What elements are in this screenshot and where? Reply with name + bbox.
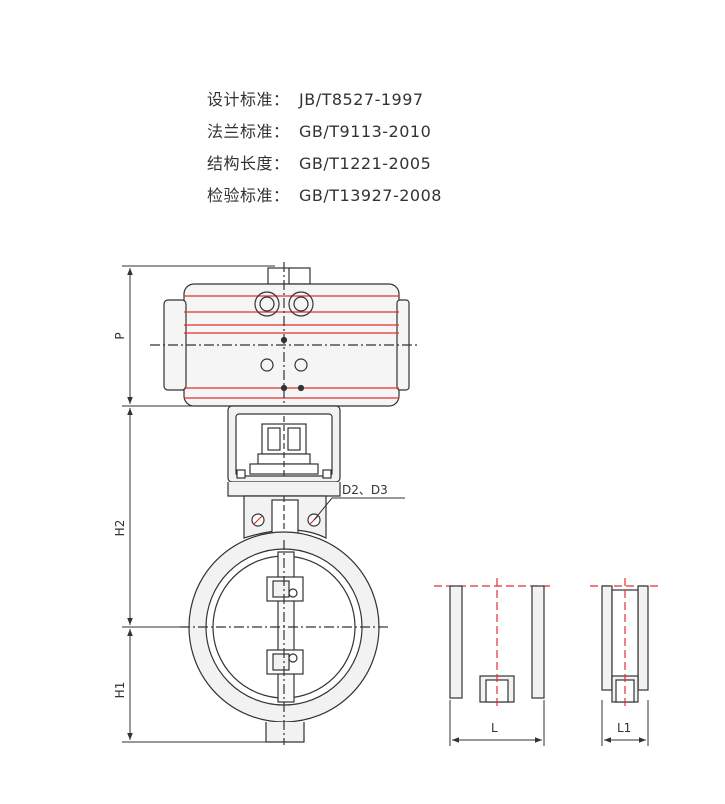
- side-view-l1: [590, 578, 662, 746]
- l-dimension-label: L: [491, 721, 498, 735]
- valve-neck: [243, 495, 327, 540]
- p-dimension-label: P: [113, 332, 127, 339]
- h2-dimension-label: H2: [113, 520, 127, 537]
- spec-label: 法兰标准：: [207, 122, 290, 141]
- bore-callout: [313, 497, 405, 521]
- dimension-lines: [122, 265, 275, 743]
- spec-value: GB/T13927-2008: [299, 186, 442, 205]
- spec-row-design: 设计标准： JB/T8527-1997: [207, 84, 442, 116]
- spec-row-flange: 法兰标准： GB/T9113-2010: [207, 116, 442, 148]
- valve-body: [180, 531, 390, 745]
- spec-value: JB/T8527-1997: [299, 90, 424, 109]
- spec-row-length: 结构长度： GB/T1221-2005: [207, 148, 442, 180]
- spec-value: GB/T1221-2005: [299, 154, 432, 173]
- side-view-l: [434, 578, 554, 746]
- spec-list: 设计标准： JB/T8527-1997 法兰标准： GB/T9113-2010 …: [207, 84, 442, 212]
- h1-dimension-label: H1: [113, 682, 127, 699]
- spec-label: 检验标准：: [207, 186, 290, 205]
- spec-value: GB/T9113-2010: [299, 122, 432, 141]
- actuator: [150, 262, 418, 408]
- l1-dimension-label: L1: [617, 721, 631, 735]
- mounting-bracket: [227, 405, 341, 497]
- spec-row-inspection: 检验标准： GB/T13927-2008: [207, 180, 442, 212]
- spec-label: 结构长度：: [207, 154, 290, 173]
- bore-label: D2、D3: [342, 483, 388, 497]
- spec-label: 设计标准：: [207, 90, 290, 109]
